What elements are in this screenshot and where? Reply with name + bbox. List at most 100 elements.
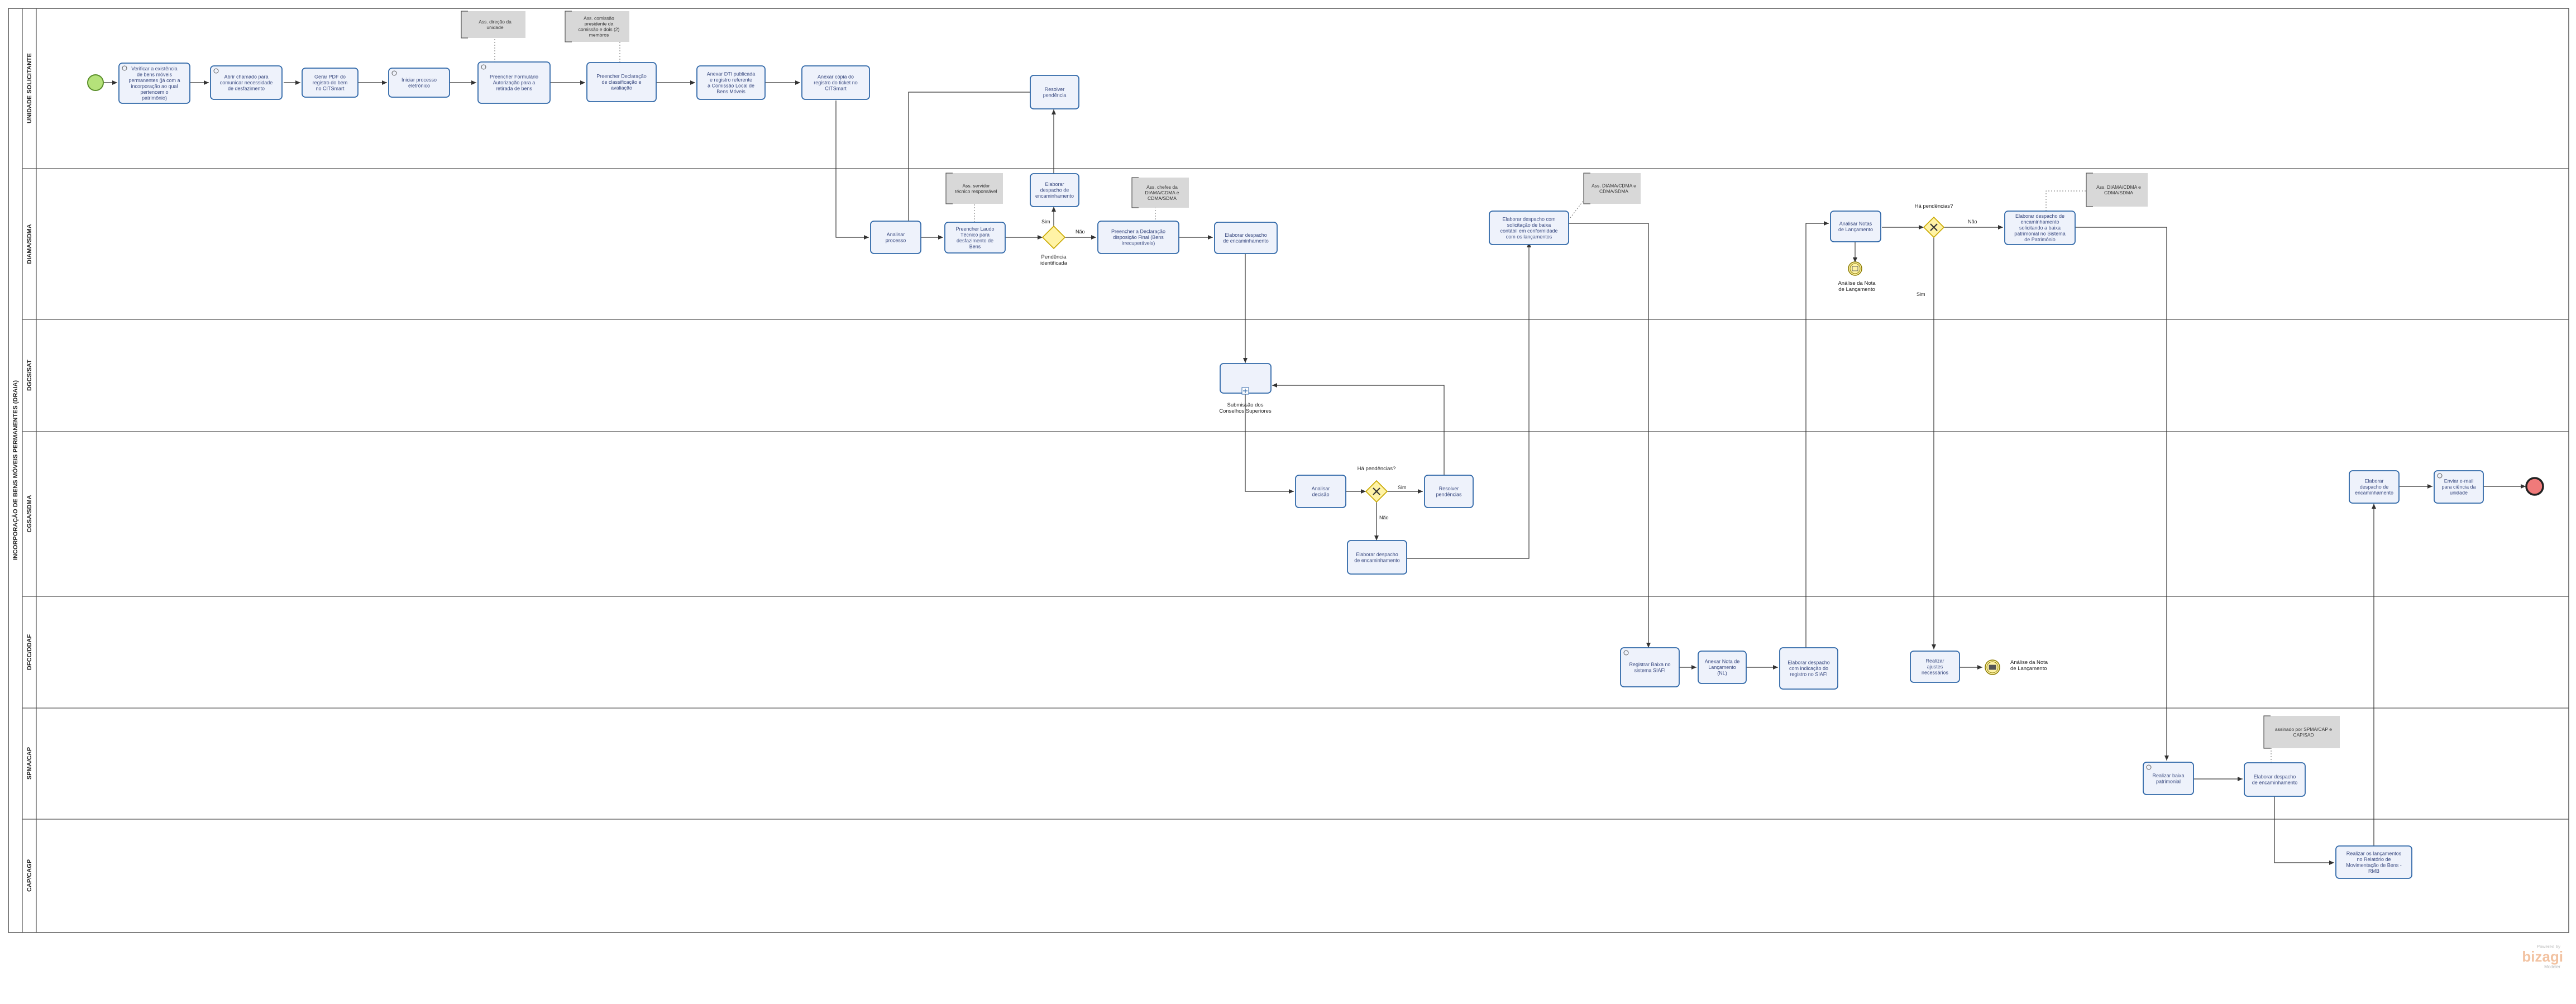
start-event [87,74,104,91]
lane-label-dgcs: DGCS/SAT [26,360,33,391]
svg-text:bizagi: bizagi [2522,948,2563,965]
user-task-icon [2437,473,2443,479]
lane-label-cap: CAP/CAGP [26,859,33,892]
gateway-pendencia [1041,225,1066,250]
user-task-icon [2146,764,2152,770]
lane-label-dfcc: DFCC/DDAF [26,634,33,670]
user-task-icon [213,68,219,74]
subprocess-conselhos[interactable] [1220,363,1272,395]
edge-label-sim-3: Sim [1917,291,1925,297]
lane-label-diama: DIAMA/SDMA [26,224,33,264]
lane-label-spma: SPMA/CAP [26,747,33,780]
pool-frame [8,8,2569,933]
svg-text:Powered by: Powered by [2537,944,2560,949]
edge-label-nao-3: Não [1968,219,1977,224]
lane-label-cgsa: CGSA/SDMA [26,495,33,532]
user-task-icon [391,70,397,76]
user-task-icon [1623,650,1629,656]
intermediate-event-nota-2 [1985,659,2000,675]
svg-text:Modeler: Modeler [2544,964,2560,969]
edge-label-nao-1: Não [1076,229,1085,235]
edge-label-sim-2: Sim [1398,485,1407,490]
edge-label-nao-2: Não [1379,515,1389,520]
gateway-ha-pendencias-2 [1923,216,1945,238]
sequence-flows [103,80,2526,865]
gateway-ha-pendencias-1 [1365,480,1388,503]
pool-title: INCORPORAÇÃO DE BENS MÓVEIS PERMANENTES … [12,380,19,560]
end-event [2525,477,2544,496]
gateway-label-ha-pendencias-1: Há pendências? [1358,466,1396,472]
lane-label-unidade-solicitante: UNIDADE SOLICITANTE [26,53,33,123]
bizagi-watermark: Powered by bizagi Modeler [2522,944,2563,969]
